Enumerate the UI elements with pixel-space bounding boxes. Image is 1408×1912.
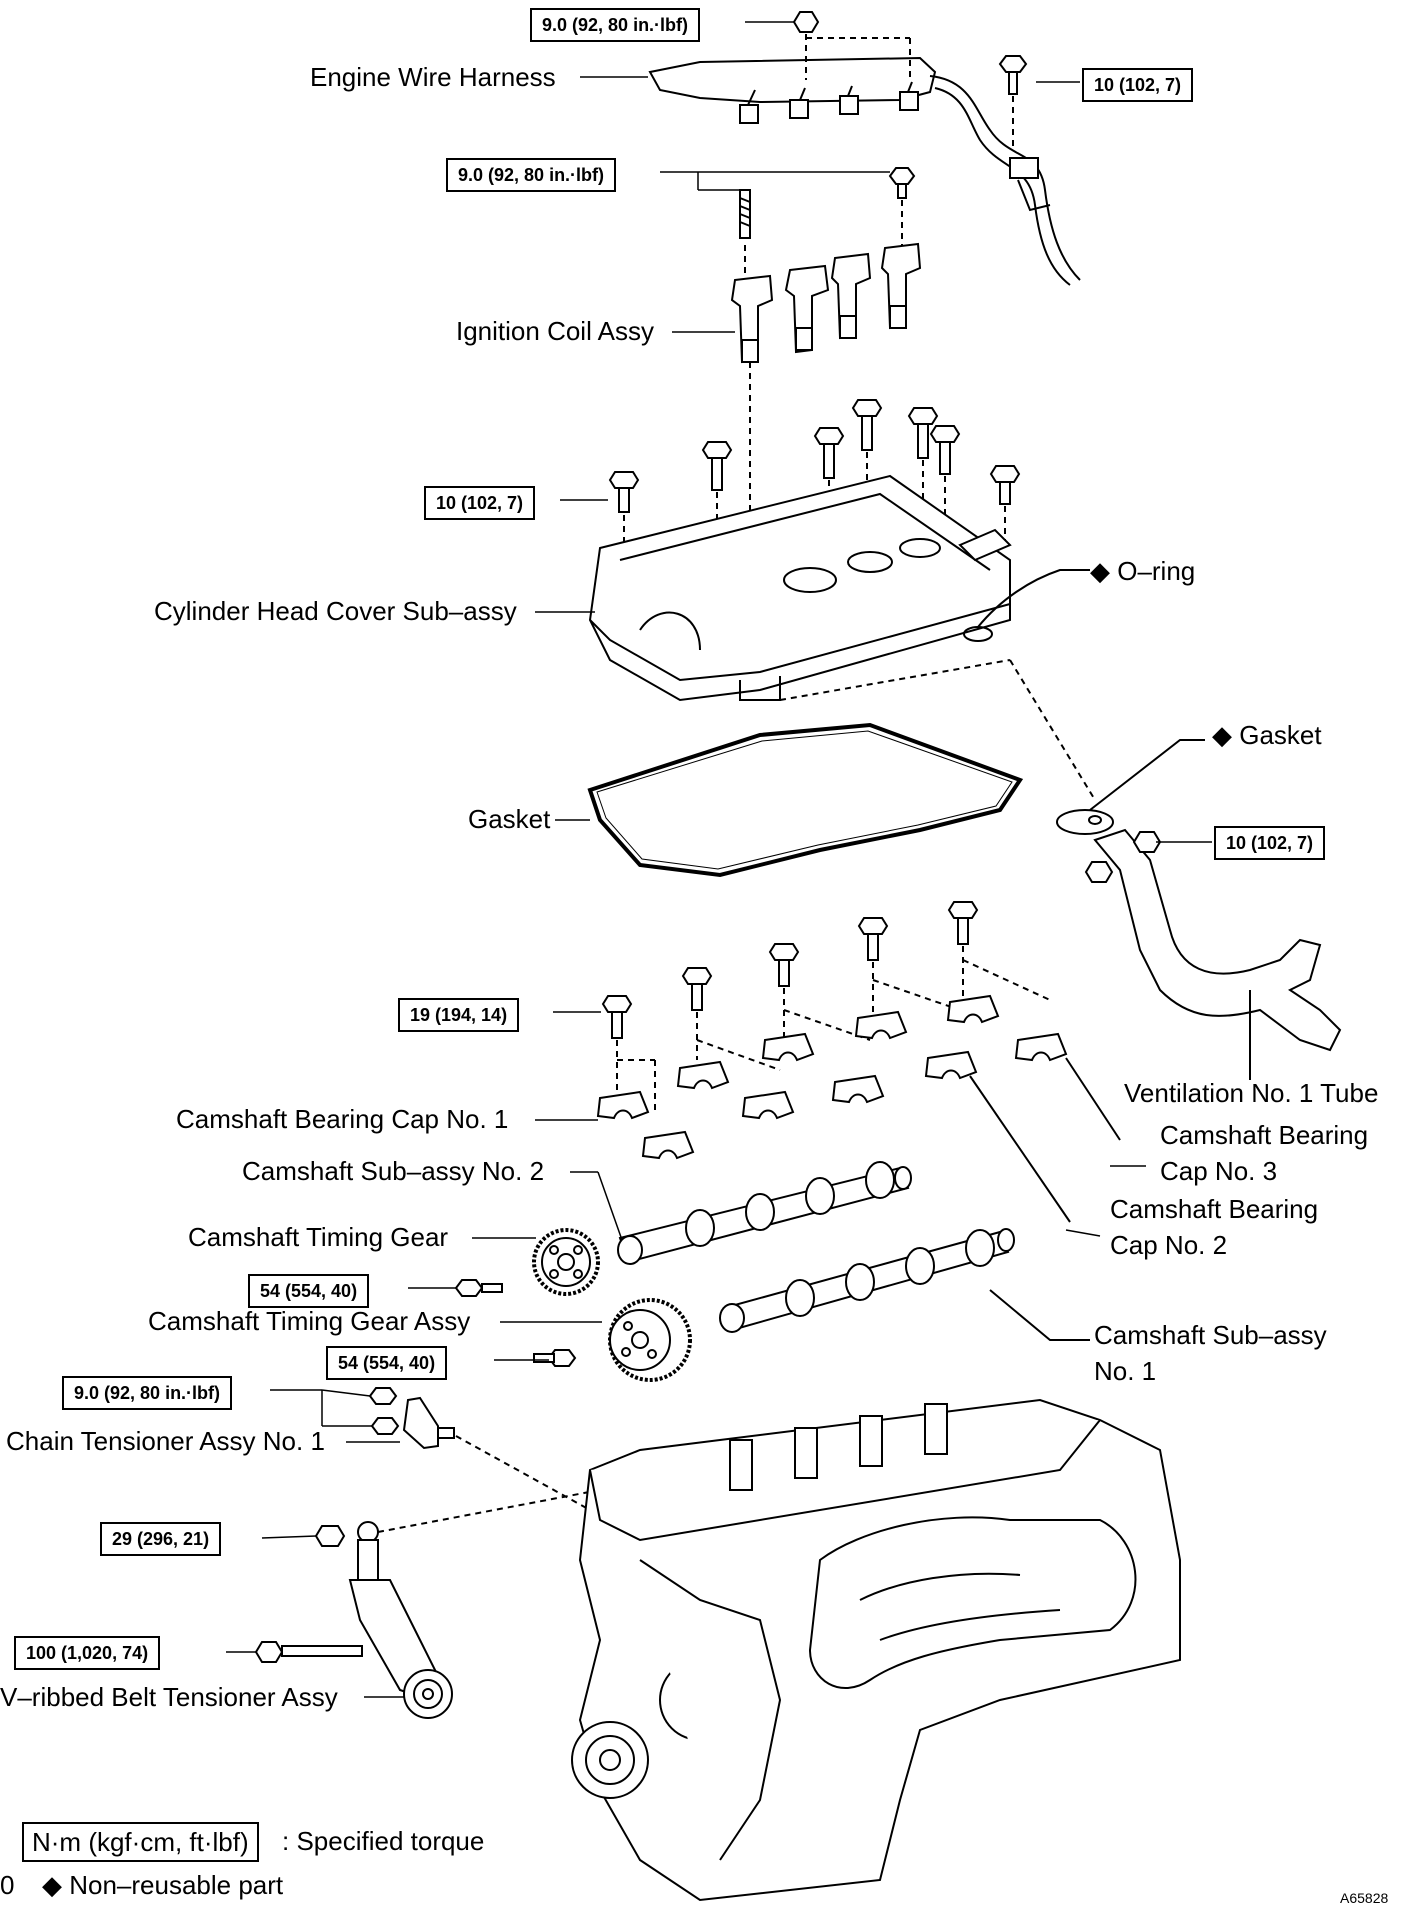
- label-chain-tensioner: Chain Tensioner Assy No. 1: [6, 1426, 325, 1456]
- label-bearing-cap-3-line1: Camshaft Bearing: [1160, 1120, 1369, 1150]
- label-timing-gear-assy: Camshaft Timing Gear Assy: [148, 1306, 471, 1336]
- bearing-caps-drawing: [596, 994, 1121, 1223]
- label-gasket: Gasket: [468, 804, 551, 834]
- head-cover-gasket-drawing: [587, 722, 1024, 878]
- camshaft-timing-gear-assy-drawing: [608, 1298, 692, 1382]
- torque-belt-tensioner-nut: 29 (296, 21): [100, 1522, 222, 1556]
- belt-tensioner-drawing: [254, 1489, 601, 1719]
- legend-torque-unit: N·m (kgf·cm, ft·lbf): [22, 1822, 259, 1862]
- torque-chain-tensioner: 9.0 (92, 80 in.·lbf): [62, 1376, 233, 1410]
- label-bearing-cap-1: Camshaft Bearing Cap No. 1: [176, 1104, 509, 1134]
- label-engine-wire-harness: Engine Wire Harness: [310, 62, 556, 92]
- camshaft-no2-drawing: [617, 1161, 912, 1265]
- label-timing-gear: Camshaft Timing Gear: [188, 1222, 449, 1252]
- torque-timing-gear-assy: 54 (554, 40): [326, 1346, 448, 1380]
- label-bearing-cap-3-line2: Cap No. 3: [1160, 1156, 1278, 1186]
- figure-code: A65828: [1340, 1890, 1389, 1906]
- label-ventilation-tube: Ventilation No. 1 Tube: [1124, 1078, 1379, 1108]
- harness-bolt-drawing: [998, 55, 1028, 150]
- torque-ignition-coil: 9.0 (92, 80 in.·lbf): [446, 158, 617, 192]
- label-o-ring: ◆ O–ring: [1090, 556, 1196, 586]
- pcv-gasket-drawing: [1056, 739, 1205, 835]
- label-camshaft-no1-line2: No. 1: [1094, 1356, 1157, 1386]
- torque-harness-nut: 9.0 (92, 80 in.·lbf): [530, 8, 701, 42]
- ventilation-tube-drawing: [1084, 828, 1342, 1080]
- camshaft-no1-drawing: [719, 1228, 1090, 1341]
- engine-wire-harness-drawing: [648, 56, 1081, 286]
- head-cover-bolts-drawing: [608, 399, 1021, 660]
- engine-block-drawing: [571, 1398, 1181, 1902]
- label-ignition-coil: Ignition Coil Assy: [456, 316, 654, 346]
- torque-ventilation-tube: 10 (102, 7): [1214, 826, 1326, 860]
- label-bearing-cap-2-line1: Camshaft Bearing: [1110, 1194, 1319, 1224]
- legend-nonreusable-prefix: 0: [0, 1870, 15, 1900]
- torque-timing-gear: 54 (554, 40): [248, 1274, 370, 1308]
- torque-head-cover: 10 (102, 7): [424, 486, 536, 520]
- leader-lines: [226, 21, 1212, 1698]
- label-camshaft-no2: Camshaft Sub–assy No. 2: [242, 1156, 545, 1186]
- ignition-coils-drawing: [730, 242, 922, 560]
- camshaft-timing-gear-drawing: [532, 1228, 600, 1296]
- label-cylinder-head-cover: Cylinder Head Cover Sub–assy: [154, 596, 517, 626]
- timing-gear-assy-bolt-drawing: [533, 1349, 577, 1367]
- label-camshaft-no1-line1: Camshaft Sub–assy: [1094, 1320, 1327, 1350]
- chain-tensioner-drawing: [368, 1387, 591, 1511]
- timing-gear-bolt-drawing: [454, 1279, 503, 1297]
- ignition-coil-stud-drawing: [739, 167, 916, 280]
- legend-nonreusable: ◆ Non–reusable part: [42, 1870, 284, 1900]
- torque-belt-tensioner-bolt: 100 (1,020, 74): [14, 1636, 161, 1670]
- torque-bearing-cap: 19 (194, 14): [398, 998, 520, 1032]
- legend-torque-text: : Specified torque: [282, 1826, 485, 1856]
- torque-harness-bolt: 10 (102, 7): [1082, 68, 1194, 102]
- bearing-cap-bolts-drawing: [601, 901, 1051, 1110]
- label-belt-tensioner: V–ribbed Belt Tensioner Assy: [0, 1682, 338, 1712]
- cylinder-head-cover-drawing: [588, 474, 1096, 801]
- label-pcv-gasket: ◆ Gasket: [1212, 720, 1322, 750]
- o-ring-drawing: [963, 569, 1090, 642]
- label-bearing-cap-2-line2: Cap No. 2: [1110, 1230, 1228, 1260]
